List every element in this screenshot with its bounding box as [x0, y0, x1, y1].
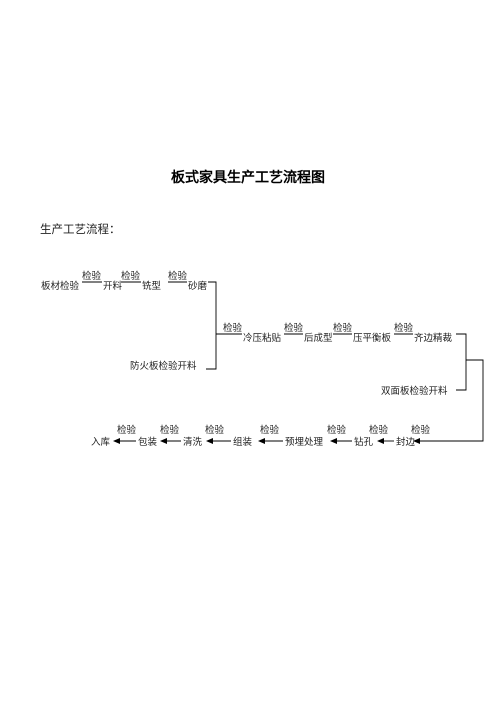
row3-step-label: 封边: [396, 436, 416, 448]
row3-step-label: 包装: [138, 436, 158, 448]
row3-check-label: 检验: [117, 424, 137, 436]
row2-check-label: 检验: [394, 322, 414, 334]
row1-check-label: 检验: [168, 270, 188, 282]
row1-check-label: 检验: [82, 270, 102, 282]
row2-check-label: 检验: [333, 322, 353, 334]
section-heading: 生产工艺流程：: [40, 222, 121, 236]
row2-step-label: 齐边精裁: [414, 332, 453, 344]
row3-step-label: 钻孔: [354, 436, 374, 448]
row3-step-label: 清洗: [183, 436, 203, 448]
fire-board-label: 防火板检验开料: [130, 360, 197, 372]
row3-check-label: 检验: [260, 424, 280, 436]
row2-step-label: 压平衡板: [353, 332, 392, 344]
row1-step-label: 铣型: [142, 280, 162, 292]
row1-step-label: 板材检验: [41, 280, 80, 292]
double-board-label: 双面板检验开料: [381, 385, 448, 397]
row1-check-label: 检验: [121, 270, 141, 282]
merge-bracket-line: [206, 281, 217, 370]
row3-check-label: 检验: [327, 424, 347, 436]
row2-check-label: 检验: [284, 322, 304, 334]
row3-check-label: 检验: [369, 424, 389, 436]
right-bracket-line: [456, 333, 467, 391]
row3-step-label: 组装: [233, 436, 253, 448]
row1-step-label: 开料: [103, 280, 123, 292]
row3-check-label: 检验: [411, 424, 431, 436]
row2-step-label: 后成型: [304, 332, 333, 344]
row3-step-label: 预埋处理: [285, 436, 324, 448]
row1-step-label: 砂磨: [188, 280, 208, 292]
page-title: 板式家具生产工艺流程图: [171, 169, 325, 186]
row2-step-label: 冷压粘贴: [243, 332, 282, 344]
right-return-line: [413, 359, 484, 444]
row2-check-label: 检验: [223, 322, 243, 334]
row3-check-label: 检验: [205, 424, 225, 436]
row3-check-label: 检验: [160, 424, 180, 436]
row3-step-label: 入库: [91, 436, 111, 448]
